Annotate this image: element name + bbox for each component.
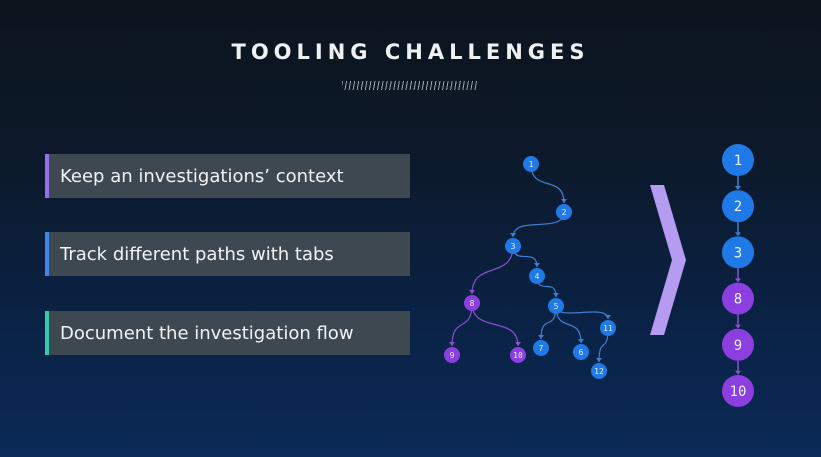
graph-edge xyxy=(512,211,565,238)
graph-node-label: 9 xyxy=(450,351,455,360)
graph-node-label: 6 xyxy=(579,348,584,357)
graph-node xyxy=(600,320,616,336)
arrowhead-icon xyxy=(735,370,741,375)
arrowhead-icon xyxy=(553,293,559,297)
path-node-label: 9 xyxy=(734,338,742,354)
challenge-label: Document the investigation flow xyxy=(60,322,354,344)
graph-edge xyxy=(555,305,609,320)
arrowhead-icon xyxy=(578,339,584,343)
graph-node-label: 11 xyxy=(603,324,613,333)
challenge-item-tabs: Track different paths with tabs xyxy=(45,232,410,276)
graph-edge xyxy=(451,302,473,347)
path-node xyxy=(722,328,754,361)
graph-node-label: 1 xyxy=(529,160,534,169)
challenge-item-flow: Document the investigation flow xyxy=(45,311,410,355)
graph-node xyxy=(556,204,572,220)
path-node-label: 8 xyxy=(734,292,742,308)
graph-node xyxy=(591,363,607,379)
arrowhead-icon xyxy=(449,342,455,346)
graph-node xyxy=(444,347,460,363)
graph-node xyxy=(464,295,480,311)
path-node-label: 1 xyxy=(734,153,742,169)
graph-edge xyxy=(471,302,519,347)
challenge-item-context: Keep an investigations’ context xyxy=(45,154,410,198)
graph-node-label: 12 xyxy=(594,367,604,376)
title-underline-decoration xyxy=(342,81,478,90)
path-node xyxy=(722,282,754,315)
graph-node xyxy=(548,298,564,314)
graph-node-label: 5 xyxy=(554,302,559,311)
challenge-label: Track different paths with tabs xyxy=(60,243,334,265)
arrowhead-icon xyxy=(735,324,741,329)
arrowhead-icon xyxy=(538,335,544,339)
graph-node xyxy=(505,238,521,254)
arrowhead-icon xyxy=(534,263,540,267)
graph-node xyxy=(573,344,589,360)
path-node-label: 10 xyxy=(730,384,747,400)
arrowhead-icon xyxy=(735,186,741,190)
graph-node xyxy=(529,268,545,284)
chevron-right-icon xyxy=(650,185,686,335)
arrowhead-icon xyxy=(735,232,741,237)
graph-node xyxy=(523,156,539,172)
graph-node-label: 10 xyxy=(513,351,523,360)
path-node-label: 3 xyxy=(734,245,742,261)
accent-bar xyxy=(45,154,49,198)
slide-title: TOOLING CHALLENGES xyxy=(231,40,590,64)
challenge-label: Keep an investigations’ context xyxy=(60,165,344,187)
arrowhead-icon xyxy=(510,233,516,237)
graph-node-label: 3 xyxy=(511,242,516,251)
path-node xyxy=(722,236,754,269)
arrowhead-icon xyxy=(515,342,521,346)
accent-bar xyxy=(45,232,49,276)
graph-node-label: 8 xyxy=(470,299,475,308)
arrowhead-icon xyxy=(596,358,602,362)
arrowhead-icon xyxy=(735,278,741,283)
graph-node-label: 4 xyxy=(535,272,540,281)
path-node xyxy=(722,190,754,223)
arrowhead-icon xyxy=(605,315,611,319)
graph-node xyxy=(533,340,549,356)
graph-edge xyxy=(471,245,514,295)
accent-bar xyxy=(45,311,49,355)
path-node-label: 2 xyxy=(734,199,742,215)
path-node xyxy=(722,144,754,176)
graph-node-label: 7 xyxy=(539,344,544,353)
arrowhead-icon xyxy=(469,290,475,294)
arrowhead-icon xyxy=(561,199,567,203)
graph-node-label: 2 xyxy=(562,208,567,217)
graph-node xyxy=(510,347,526,363)
path-node xyxy=(722,375,754,407)
